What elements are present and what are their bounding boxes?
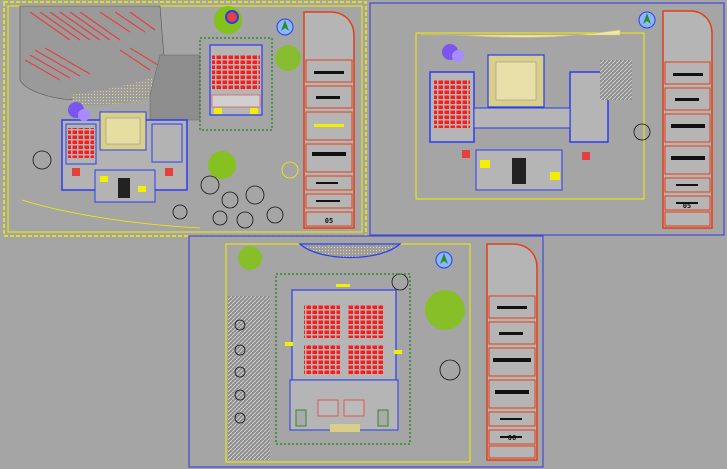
tree-icon — [208, 151, 236, 179]
tree-icon — [633, 123, 651, 141]
sheet-1-parking — [19, 5, 175, 106]
tree-icon — [425, 290, 465, 330]
sheet-3[interactable]: 06 — [188, 235, 544, 468]
sheet-3-auditorium — [275, 273, 411, 445]
sheet-1-auditorium-upper — [199, 37, 273, 131]
tree-icon — [281, 161, 299, 179]
fountain-icon — [225, 10, 239, 24]
sheet-1-plaza — [149, 54, 201, 121]
feature-icon — [78, 109, 90, 121]
sheet-2-border — [415, 32, 645, 200]
tree-icon — [275, 45, 301, 71]
sheet-2-title-block — [662, 10, 713, 229]
sheet-2-number: 05 — [683, 202, 691, 210]
tree-icon — [238, 246, 262, 270]
sheet-1-title-block — [303, 11, 355, 229]
sheet-2[interactable]: 05 — [369, 2, 725, 236]
sheet-3-number: 06 — [508, 434, 516, 442]
north-arrow-icon — [276, 18, 294, 36]
feature-icon — [452, 50, 464, 62]
sheet-3-pond — [298, 243, 402, 258]
sheet-2-building — [429, 54, 632, 191]
sheet-3-paved-area — [228, 296, 270, 460]
sheet-3-title-block — [486, 243, 538, 461]
sheet-1-building-lower — [61, 111, 188, 203]
sheet-1-number: 05 — [325, 217, 333, 225]
sheet-1-trees — [32, 150, 284, 229]
north-arrow-icon — [435, 251, 453, 269]
sheet-1-border — [7, 5, 363, 233]
sheet-1[interactable]: 05 — [3, 1, 367, 237]
north-arrow-icon — [638, 11, 656, 29]
